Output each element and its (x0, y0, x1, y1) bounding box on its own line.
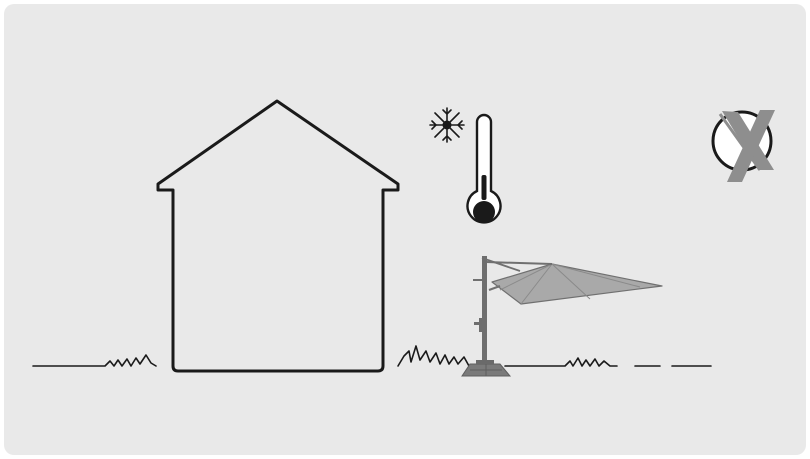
ground-line (33, 346, 711, 366)
umbrella-icon (462, 256, 662, 376)
house-icon (158, 101, 398, 371)
thermometer-icon (468, 115, 501, 223)
x-circle-icon (713, 110, 775, 182)
snowflake-icon (430, 108, 464, 142)
